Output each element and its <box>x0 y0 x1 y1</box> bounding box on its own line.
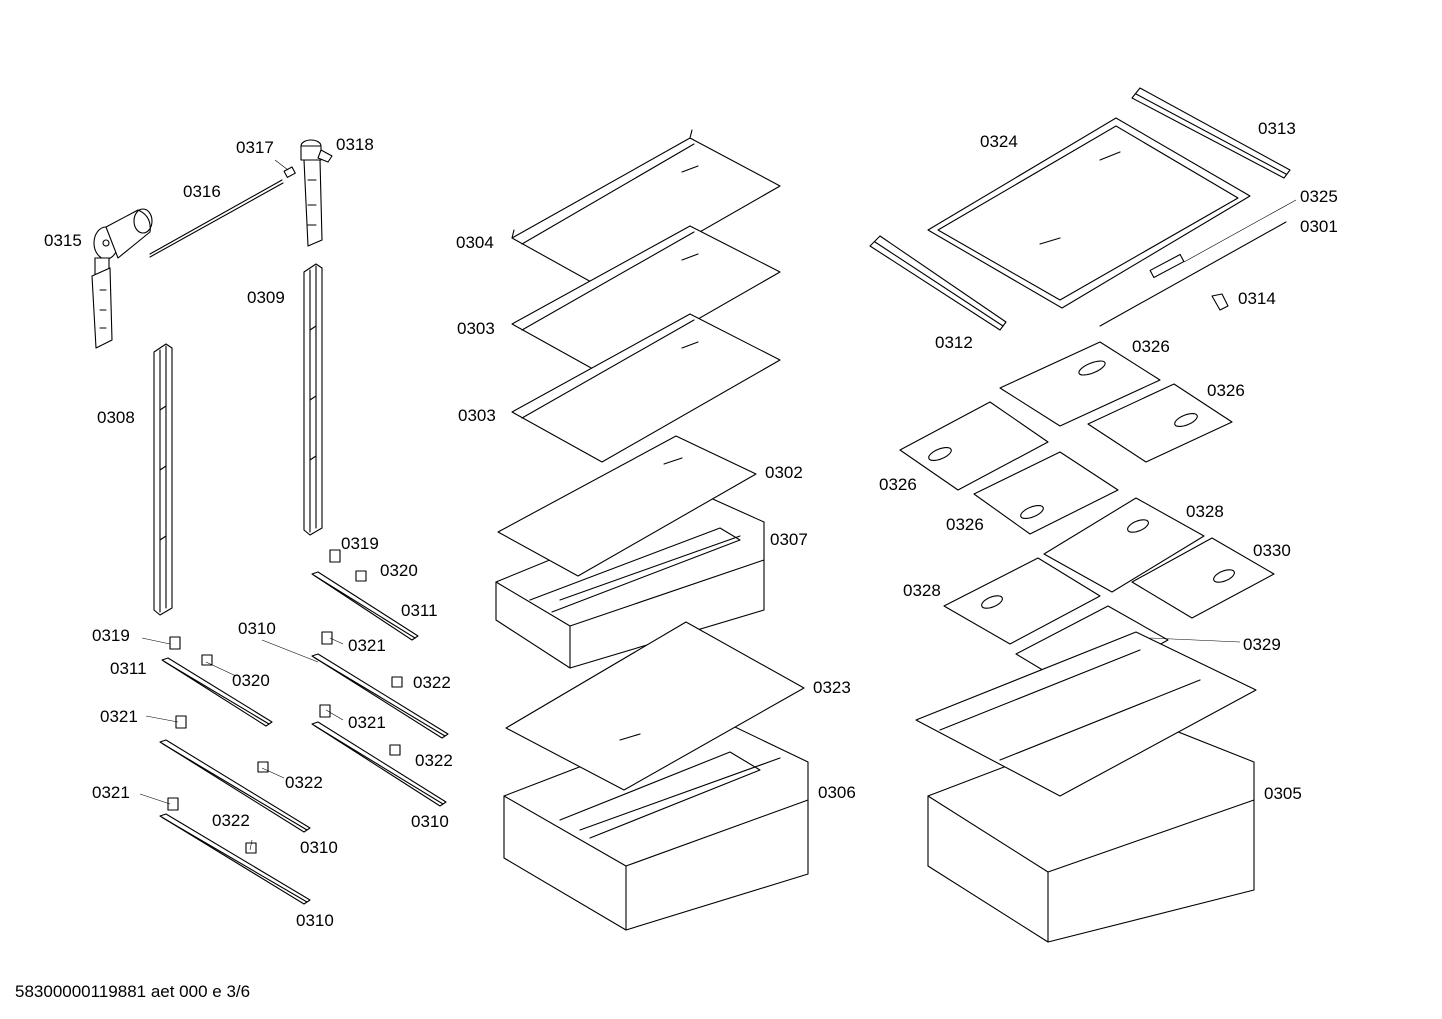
part-0324-glass <box>927 117 1251 309</box>
document-footer: 58300000119881 aet 000 e 3/6 <box>15 982 251 1001</box>
label-0322-b: 0322 <box>415 751 453 770</box>
label-0323: 0323 <box>813 678 851 697</box>
label-0315: 0315 <box>44 231 82 250</box>
part-0323-shelf <box>505 621 805 791</box>
label-0328-upper: 0328 <box>1186 502 1224 521</box>
part-0311-slide-upper <box>311 571 419 641</box>
label-0316: 0316 <box>183 182 221 201</box>
label-0322-c: 0322 <box>285 773 323 792</box>
part-0313-rail <box>1131 87 1291 179</box>
label-0310-a: 0310 <box>238 619 276 638</box>
part-0304-shelf <box>511 129 781 289</box>
label-0325: 0325 <box>1300 187 1338 206</box>
label-0330: 0330 <box>1253 541 1291 560</box>
part-0315-damper <box>91 208 153 349</box>
label-0302: 0302 <box>765 463 803 482</box>
label-0329: 0329 <box>1243 635 1281 654</box>
part-0314-screw <box>1211 293 1229 311</box>
part-0310-slide-b <box>311 721 447 807</box>
crisper-tray <box>915 631 1257 797</box>
label-0319-lower: 0319 <box>92 626 130 645</box>
label-0307: 0307 <box>770 530 808 549</box>
part-0310-slide-a <box>311 653 449 739</box>
label-0321-a: 0321 <box>348 636 386 655</box>
part-0310-slide-c <box>159 739 311 833</box>
label-0312: 0312 <box>935 333 973 352</box>
part-0326-grille-b <box>1087 383 1233 463</box>
label-0320-lower: 0320 <box>232 671 270 690</box>
label-0319-upper: 0319 <box>341 534 379 553</box>
label-0310-d: 0310 <box>296 911 334 930</box>
label-0313: 0313 <box>1258 119 1296 138</box>
part-0326-grille-a <box>999 341 1161 427</box>
label-0311-upper: 0311 <box>401 601 438 620</box>
part-0328-cover-lower <box>943 557 1101 645</box>
part-0309-rail <box>303 263 323 536</box>
part-0302-shelf <box>497 435 757 577</box>
label-0321-d: 0321 <box>92 783 130 802</box>
part-0328-cover-upper <box>1043 497 1205 593</box>
label-0303-upper: 0303 <box>457 319 495 338</box>
label-0304: 0304 <box>456 233 494 252</box>
part-0330-cover <box>1131 537 1275 619</box>
label-0310-c: 0310 <box>300 838 338 857</box>
label-0326-c: 0326 <box>879 475 917 494</box>
label-0314: 0314 <box>1238 289 1276 308</box>
part-0303-shelf-lower <box>511 313 781 463</box>
part-0326-grille-c <box>899 401 1049 491</box>
label-0321-b: 0321 <box>100 707 138 726</box>
label-0326-b: 0326 <box>1207 381 1245 400</box>
label-0326-d: 0326 <box>946 515 984 534</box>
clip-parts <box>167 549 403 854</box>
label-0309: 0309 <box>247 288 285 307</box>
label-0303-lower: 0303 <box>458 406 496 425</box>
part-0306-drawer <box>503 715 809 931</box>
part-0311-slide-lower <box>161 657 273 727</box>
label-0328-lower: 0328 <box>903 581 941 600</box>
part-0307-drawer <box>495 495 765 669</box>
label-0310-b: 0310 <box>411 812 449 831</box>
part-0310-slide-d <box>159 813 311 905</box>
part-0301-rod <box>1099 221 1287 327</box>
leader-lines <box>139 159 1297 851</box>
label-0318: 0318 <box>336 135 374 154</box>
label-0311-lower: 0311 <box>110 659 147 678</box>
label-0320-upper: 0320 <box>380 561 418 580</box>
part-0325-trim <box>1149 253 1185 279</box>
label-0322-d: 0322 <box>212 811 250 830</box>
part-0312-rail <box>869 235 1007 331</box>
part-0317-pin <box>283 166 296 178</box>
label-0301: 0301 <box>1300 217 1338 236</box>
part-0308-rail <box>153 343 173 616</box>
part-0316-rod <box>149 179 284 258</box>
part-0318-hinge <box>300 139 333 247</box>
label-0308: 0308 <box>97 408 135 427</box>
part-0303-shelf-upper <box>511 225 781 375</box>
label-0306: 0306 <box>818 783 856 802</box>
label-0326-a: 0326 <box>1132 337 1170 356</box>
label-0321-c: 0321 <box>348 713 386 732</box>
label-0305: 0305 <box>1264 784 1302 803</box>
label-0322-a: 0322 <box>413 673 451 692</box>
part-0326-grille-d <box>973 451 1119 535</box>
label-0317: 0317 <box>236 138 274 157</box>
label-0324: 0324 <box>980 132 1018 151</box>
